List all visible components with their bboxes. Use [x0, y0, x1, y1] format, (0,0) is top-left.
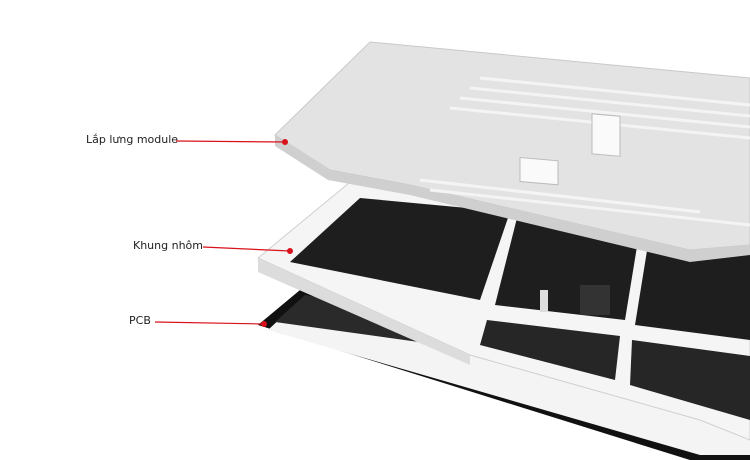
back-cover-layer [274, 41, 750, 262]
frame-label: Khung nhôm [133, 239, 203, 252]
leader-lines [154, 139, 293, 327]
back-cover-label: Lắp lưng module [86, 133, 179, 146]
pcb-label: PCB [129, 314, 151, 327]
